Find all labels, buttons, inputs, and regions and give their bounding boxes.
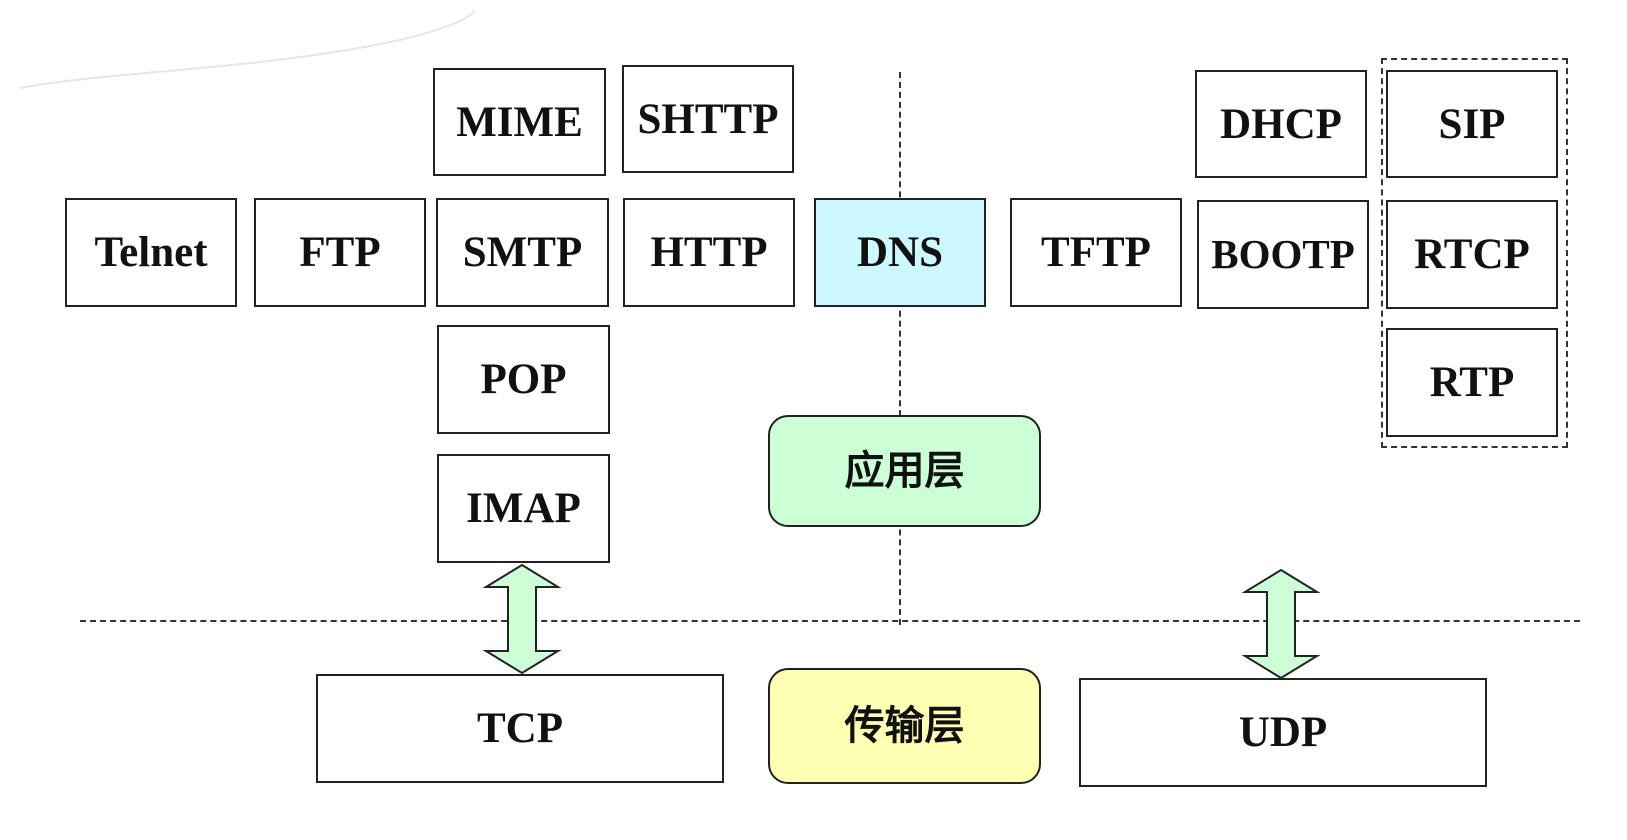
layer-divider bbox=[80, 620, 1580, 622]
decorative-stroke bbox=[19, 9, 476, 89]
transport-layer-label: 传输层 bbox=[768, 668, 1041, 784]
protocol-tcp: TCP bbox=[316, 674, 724, 783]
protocol-label: TCP bbox=[477, 705, 563, 752]
protocol-sip: SIP bbox=[1386, 70, 1558, 178]
protocol-shttp: SHTTP bbox=[622, 65, 794, 173]
layer-label: 传输层 bbox=[844, 703, 965, 749]
protocol-label: DHCP bbox=[1220, 100, 1342, 148]
application-layer-label: 应用层 bbox=[768, 415, 1041, 527]
protocol-ftp: FTP bbox=[254, 198, 426, 307]
protocol-label: POP bbox=[480, 356, 567, 403]
protocol-label: DNS bbox=[856, 229, 944, 276]
protocol-udp: UDP bbox=[1079, 678, 1487, 787]
protocol-label: TFTP bbox=[1041, 229, 1151, 276]
sip-group-outline bbox=[1381, 58, 1568, 448]
protocol-label: Telnet bbox=[94, 229, 208, 276]
protocol-label: RTCP bbox=[1414, 231, 1530, 278]
protocol-label: MIME bbox=[456, 98, 583, 146]
double-headed-arrow-icon bbox=[482, 563, 562, 675]
protocol-telnet: Telnet bbox=[65, 198, 237, 307]
protocol-mime: MIME bbox=[433, 68, 606, 176]
protocol-label: FTP bbox=[299, 229, 381, 276]
protocol-dns: DNS bbox=[814, 198, 986, 307]
protocol-label: SHTTP bbox=[637, 95, 779, 143]
protocol-label: UDP bbox=[1238, 709, 1328, 756]
protocol-label: HTTP bbox=[650, 229, 768, 276]
protocol-label: SIP bbox=[1438, 100, 1506, 148]
double-headed-arrow-icon bbox=[1241, 568, 1321, 680]
protocol-dhcp: DHCP bbox=[1195, 70, 1367, 178]
vertical-divider bbox=[899, 72, 901, 625]
protocol-tftp: TFTP bbox=[1010, 198, 1182, 307]
protocol-imap: IMAP bbox=[437, 454, 610, 563]
protocol-label: BOOTP bbox=[1211, 231, 1355, 277]
protocol-rtcp: RTCP bbox=[1386, 200, 1558, 309]
protocol-label: RTP bbox=[1429, 359, 1515, 406]
layer-label: 应用层 bbox=[844, 448, 965, 494]
protocol-label: SMTP bbox=[462, 229, 583, 276]
protocol-smtp: SMTP bbox=[436, 198, 609, 307]
protocol-http: HTTP bbox=[623, 198, 795, 307]
protocol-bootp: BOOTP bbox=[1197, 200, 1369, 309]
protocol-rtp: RTP bbox=[1386, 328, 1558, 437]
protocol-pop: POP bbox=[437, 325, 610, 434]
protocol-label: IMAP bbox=[466, 485, 581, 532]
